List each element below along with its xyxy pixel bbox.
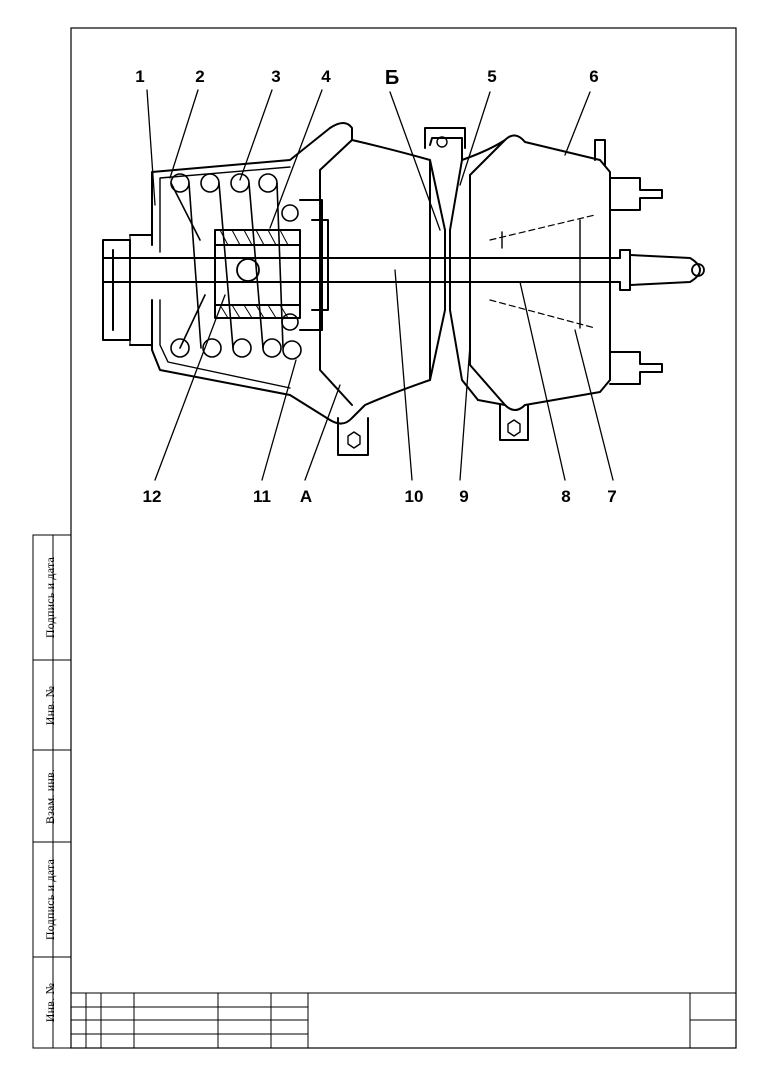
bolt-left xyxy=(337,417,369,456)
stamp-label: Взам. инв. xyxy=(43,768,58,824)
callout-2: 2 xyxy=(195,67,204,86)
stamp-label: Инв. № xyxy=(43,685,58,725)
top-fitting xyxy=(594,139,606,166)
callout-12: 12 xyxy=(143,487,162,506)
callout-6: 6 xyxy=(589,67,598,86)
mounting-stud-top xyxy=(609,177,663,211)
callout-7: 7 xyxy=(607,487,616,506)
leader-lines xyxy=(146,89,614,481)
stamp-signature-date-1: Подпись и дата xyxy=(33,535,69,660)
stamp-inventory-no-1: Инв. № xyxy=(33,660,69,750)
spring-housing xyxy=(151,127,331,421)
clevis xyxy=(629,254,701,286)
sleeve-hatching xyxy=(219,229,289,319)
stamp-signature-date-2: Подпись и дата xyxy=(33,842,69,957)
stamp-label: Инв. № xyxy=(43,982,58,1023)
callout-labels: 1 2 3 4 Б 5 6 12 11 А 10 9 8 7 xyxy=(135,67,616,506)
callout-10: 10 xyxy=(405,487,424,506)
brake-chamber-drawing xyxy=(102,89,705,481)
callout-1: 1 xyxy=(135,67,144,86)
title-block xyxy=(71,992,736,1048)
mounting-stud-bottom xyxy=(609,351,663,385)
stamp-label: Подпись и дата xyxy=(43,556,58,639)
callout-5: 5 xyxy=(487,67,496,86)
power-spring xyxy=(170,173,302,360)
stamp-replacement-inv: Взам. инв. xyxy=(33,750,69,842)
callout-8: 8 xyxy=(561,487,570,506)
piston-plate xyxy=(299,199,329,331)
return-spring xyxy=(489,214,596,329)
service-chamber xyxy=(461,134,611,411)
side-stamp-grid xyxy=(32,534,72,1049)
callout-4: 4 xyxy=(321,67,331,86)
callout-b: Б xyxy=(385,67,399,89)
chamber-a xyxy=(319,122,431,425)
output-rod xyxy=(499,249,631,291)
piston-sleeve xyxy=(214,229,301,319)
callout-3: 3 xyxy=(271,67,280,86)
clevis-pin xyxy=(691,263,705,277)
callout-a: А xyxy=(300,487,312,506)
bolt-right xyxy=(499,404,529,441)
release-cap xyxy=(102,234,153,346)
callout-9: 9 xyxy=(459,487,468,506)
callout-11: 11 xyxy=(253,487,271,506)
stamp-label: Подпись и дата xyxy=(43,858,58,941)
push-rod xyxy=(102,257,621,283)
stamp-inventory-no-2: Инв. № xyxy=(33,957,69,1048)
rod-ball xyxy=(236,258,260,282)
top-port xyxy=(424,127,466,149)
